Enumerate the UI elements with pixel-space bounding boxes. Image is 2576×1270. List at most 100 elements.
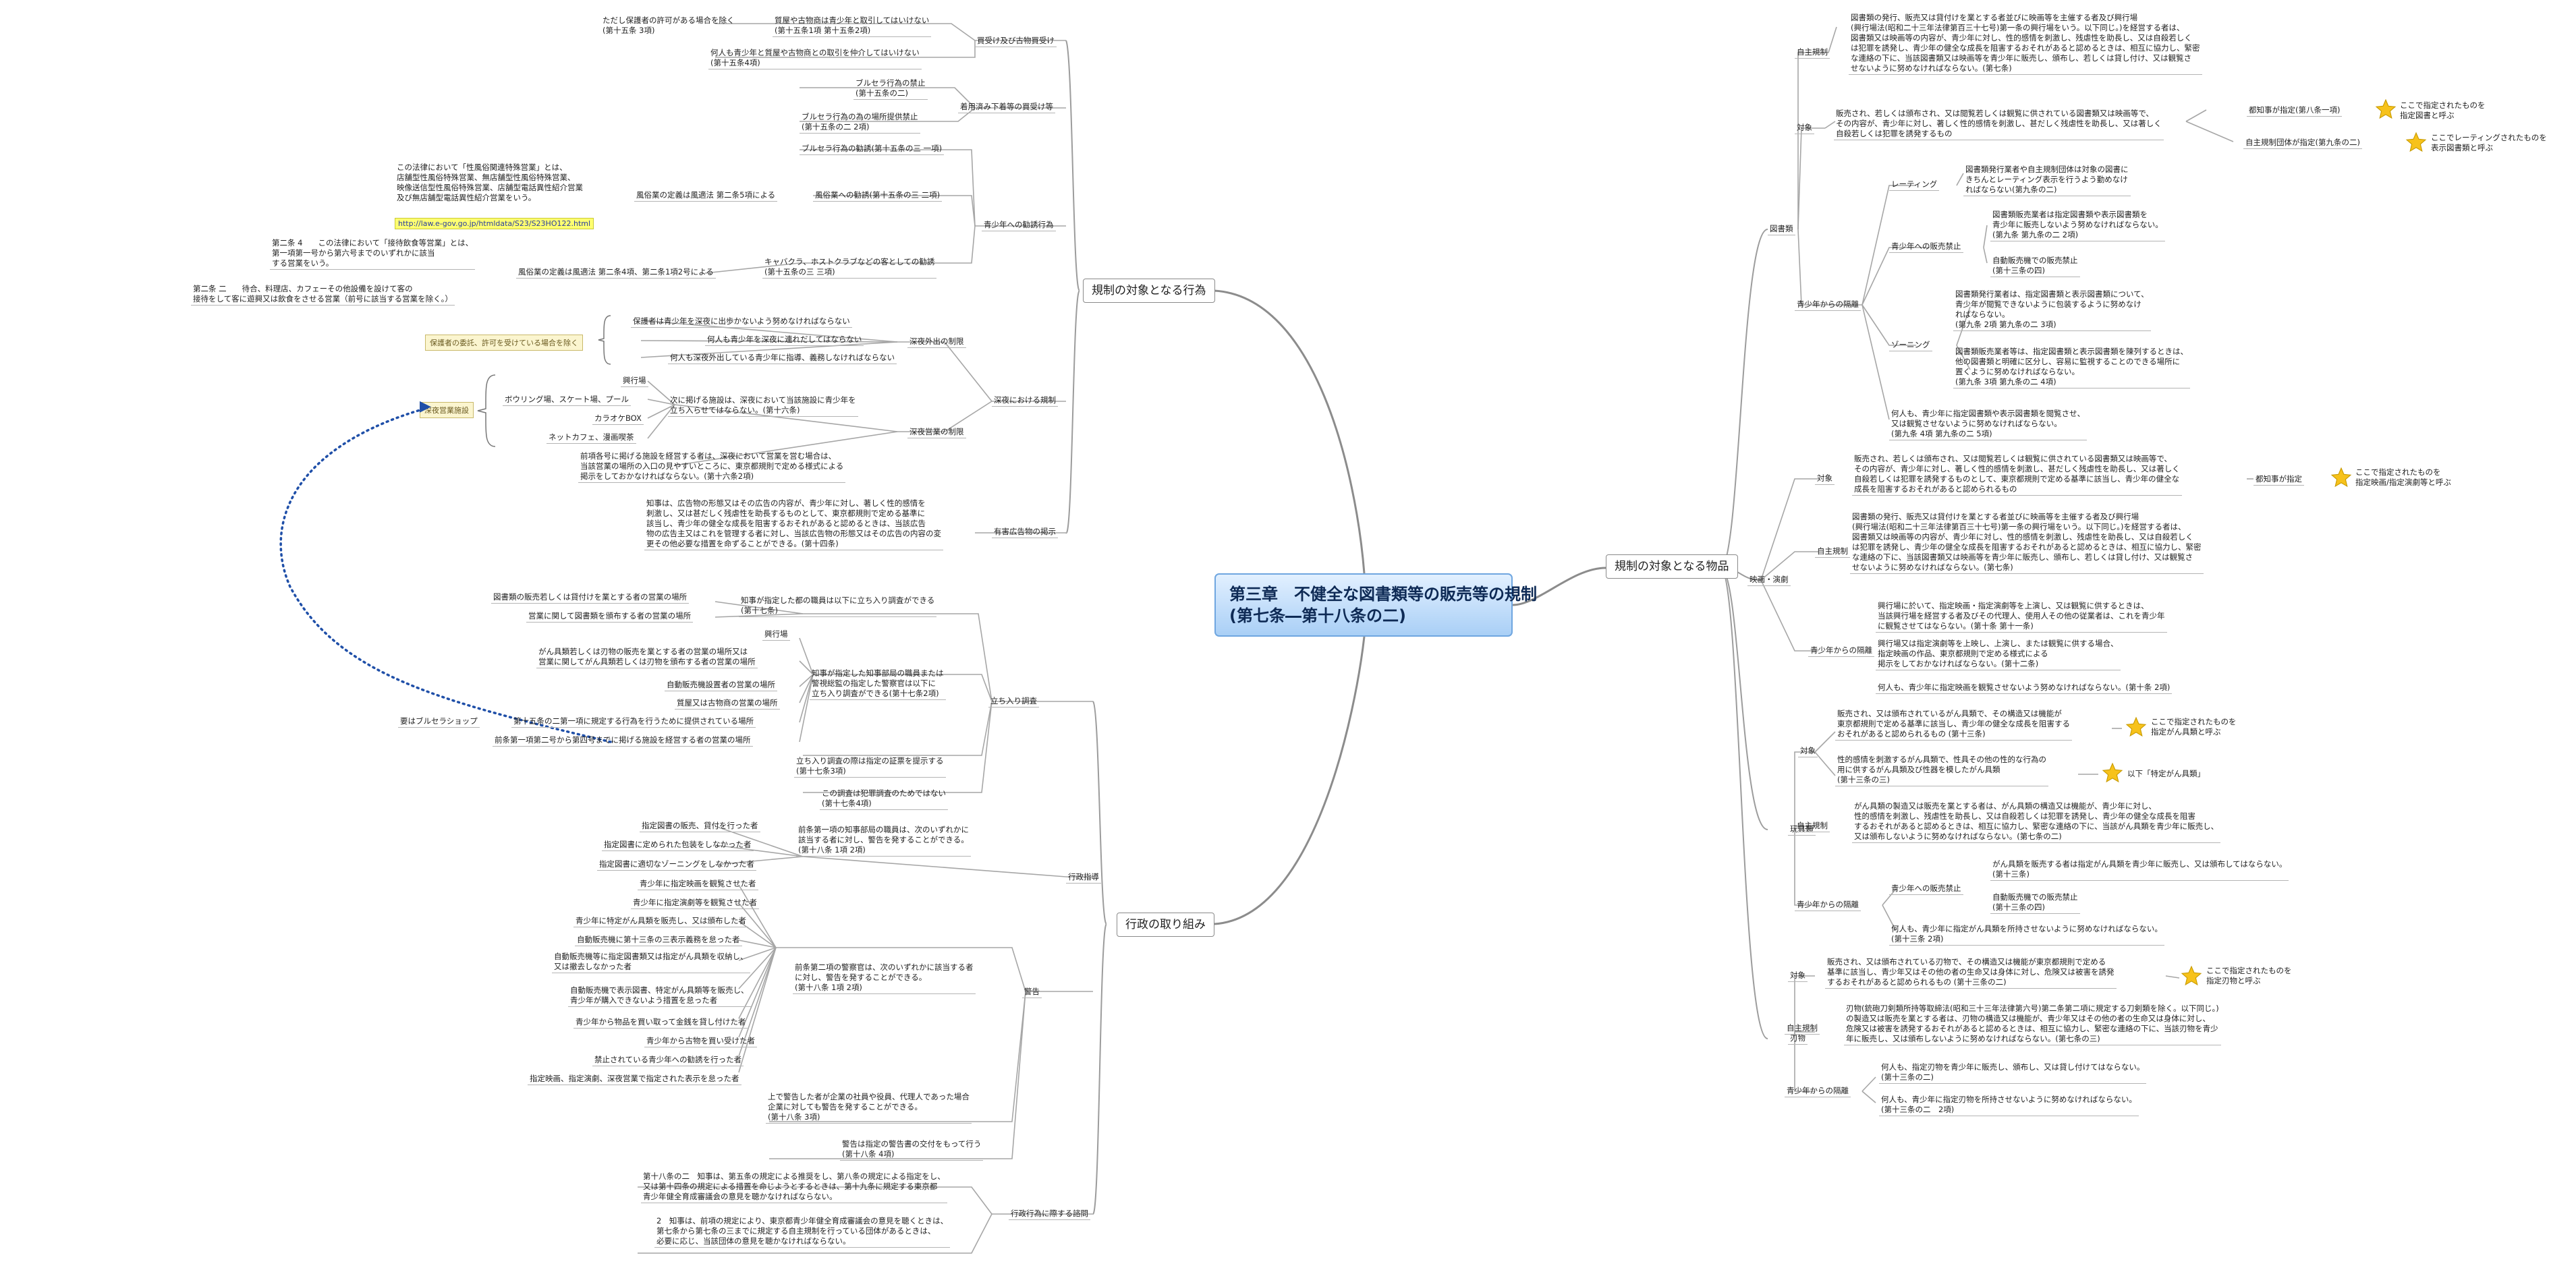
inspect-not-crime[interactable]: この調査は犯罪調査のためではない (第十七条4項): [820, 788, 948, 810]
inspect-g1b[interactable]: 営業に関して図書類を頒布する者の営業の場所: [526, 610, 694, 623]
topic-warning[interactable]: 警告: [1022, 986, 1042, 998]
warning-c[interactable]: 青少年に特定がん具類を販売し、又は頒布した者: [573, 915, 748, 927]
toys-ban[interactable]: 青少年への販売禁止: [1889, 883, 1963, 895]
films-y1[interactable]: 興行場に於いて、指定映画・指定演劇等を上演し、又は観覧に供するときは、 当該興行…: [1876, 600, 2167, 633]
books-sub2-note[interactable]: ここでレーティングされたものを 表示図書類と呼ぶ: [2431, 133, 2547, 152]
films-y3[interactable]: 何人も、青少年に指定映画を観覧させないよう努めなければならない。(第十条 2項): [1876, 682, 2173, 694]
topic-films[interactable]: 映画・演劇: [1747, 574, 1791, 586]
topic-knives[interactable]: 刃物: [1788, 1033, 1808, 1045]
films-y2[interactable]: 興行場又は指定演劇等を上映し、上演し、または観覧に供する場合、 指定映画の作品、…: [1876, 638, 2121, 670]
inspect-g2d[interactable]: 質屋又は古物商の営業の場所: [675, 697, 780, 710]
topic-night-venues[interactable]: 深夜営業の制限: [907, 426, 966, 438]
toys-ban-text[interactable]: がん具類を販売する者は指定がん具類を青少年に販売し、又は頒布してはならない。 (…: [1990, 859, 2289, 881]
books-rating[interactable]: レーティング: [1889, 179, 1940, 191]
inspect-id[interactable]: 立ち入り調査の際は指定の証票を提示する (第十七条3項): [794, 755, 946, 778]
warning-h[interactable]: 青少年から古物を買い受けた者: [644, 1035, 757, 1047]
guidance-text[interactable]: 前条第一項の知事部局の職員は、次のいずれかに 該当する者に対し、警告を発すること…: [796, 824, 971, 857]
tag-guardian-exception[interactable]: 保護者の委託、許可を受けている場合を除く: [425, 335, 583, 351]
books-zoning-text1[interactable]: 図書類発行業者は、指定図書類と表示図書類について、 青少年が閲覧できないように包…: [1953, 289, 2151, 331]
def-fuzoku-text[interactable]: この法律において「性風俗関連特殊営業」とは、 店舗型性風俗特殊営業、無店舗型性風…: [397, 163, 583, 202]
books-ban[interactable]: 青少年への販売禁止: [1889, 241, 1963, 253]
books-youth-label[interactable]: 青少年からの隔離: [1795, 299, 1861, 311]
venue-netcafe[interactable]: ネットカフェ、漫画喫茶: [547, 432, 636, 444]
cooperation-a[interactable]: 第十八条の二 知事は、第五条の規定による推奨をし、第八条の規定による指定をし、 …: [641, 1171, 947, 1203]
inspect-g2f[interactable]: 前条第一項第二号から第四号までに掲げる施設を経営する者の営業の場所: [493, 734, 753, 747]
warning-j[interactable]: 指定映画、指定演劇、深夜営業で指定された表示を怠った者: [528, 1073, 741, 1085]
films-target-sub[interactable]: 都知事が指定: [2253, 473, 2304, 486]
topic-cooperation[interactable]: 行政行為に際する諮問: [1009, 1208, 1090, 1220]
rule-night-sign[interactable]: 前項各号に掲げる施設を経営する者は、深夜において営業を営む場合は、 当該営業の場…: [578, 451, 846, 483]
topic-solicit[interactable]: 青少年への勧誘行為: [982, 219, 1056, 231]
toys-self-label[interactable]: 自主規制: [1795, 820, 1830, 832]
inspect-g2c[interactable]: 自動販売機設置者の営業の場所: [665, 679, 777, 691]
books-sub1-note[interactable]: ここで指定されたものを 指定図書と呼ぶ: [2400, 100, 2486, 120]
venue-karaoke[interactable]: カラオケBOX: [592, 413, 644, 425]
toys-target-label[interactable]: 対象: [1798, 745, 1818, 757]
warning-a[interactable]: 青少年に指定映画を観覧させた者: [638, 878, 758, 890]
warning-f[interactable]: 自動販売機で表示図書、特定がん具類等を販売し、 青少年が購入できないよう措置を怠…: [568, 985, 751, 1007]
item-burusera-venue[interactable]: ブルセラ行為の為の場所提供禁止 (第十五条の二 2項): [800, 111, 920, 134]
films-self-label[interactable]: 自主規制: [1815, 546, 1850, 558]
warning-g[interactable]: 青少年から物品を買い取って金銭を貸し付けた者: [573, 1016, 748, 1029]
branch-regulated-goods[interactable]: 規制の対象となる物品: [1606, 554, 1738, 579]
toys-sex-note[interactable]: 以下「特定がん具類」: [2127, 769, 2205, 778]
inspect-group1[interactable]: 知事が指定した都の職員は以下に立ち入り調査ができる (第十七条): [739, 595, 937, 617]
guidance-c[interactable]: 指定図書に適切なゾーニングをしなかった者: [597, 859, 756, 871]
toys-self-text[interactable]: がん具類の製造又は販売を業とする者は、がん具類の構造又は機能が、青少年に対し、 …: [1852, 801, 2221, 843]
item-burusera-ban[interactable]: ブルセラ行為の禁止 (第十五条の二): [853, 78, 928, 100]
films-target-label[interactable]: 対象: [1815, 473, 1835, 485]
books-sub1[interactable]: 都知事が指定(第八条一項): [2247, 105, 2343, 117]
warning-d[interactable]: 自動販売機に第十三条の三表示義務を怠った者: [575, 934, 742, 946]
toys-youth-label[interactable]: 青少年からの隔離: [1795, 899, 1861, 911]
note-guardian-permission[interactable]: ただし保護者の許可がある場合を除く (第十五条 3項): [603, 16, 735, 35]
toys-ban-text2[interactable]: 自動販売機での販売禁止 (第十三条の四): [1990, 892, 2080, 914]
item-night-guardian[interactable]: 保護者は青少年を深夜に出歩かないよう努めなければならない: [631, 316, 852, 328]
warning-l[interactable]: 警告は指定の警告書の交付をもって行う (第十八条 4項): [840, 1138, 984, 1161]
law-link[interactable]: http://law.e-gov.go.jp/htmldata/S23/S23H…: [395, 218, 594, 229]
books-youth-note[interactable]: 何人も、青少年に指定図書類や表示図書類を閲覧させ、 又は観覧させないように努めな…: [1889, 408, 2088, 440]
topic-toys[interactable]: 玩具類: [1788, 824, 1816, 836]
item-cabaret-solicit[interactable]: キャバクラ、ホストクラブなどの客としての勧誘 (第十五条の三 三項): [762, 256, 937, 279]
topic-inspection[interactable]: 立ち入り調査: [988, 695, 1039, 708]
books-sub2[interactable]: 自主規制団体が指定(第九条の二): [2243, 137, 2362, 149]
books-ban-text2[interactable]: 自動販売機での販売禁止 (第十三条の四): [1990, 255, 2080, 277]
item-pawn-prohibit[interactable]: 質屋や古物商は青少年と取引してはいけない (第十五条1項 第十五条2項): [773, 15, 932, 37]
inspect-g1a[interactable]: 図書類の販売若しくは貸付けを業とする者の営業の場所: [491, 591, 690, 604]
text-harmful-ads[interactable]: 知事は、広告物の形態又はその広告の内容が、青少年に対し、著しく性的感情を 刺激し…: [644, 498, 943, 550]
books-self-label[interactable]: 自主規制: [1795, 47, 1830, 59]
knives-target-label[interactable]: 対象: [1788, 970, 1808, 982]
books-target-label[interactable]: 対象: [1795, 122, 1814, 134]
films-target-note[interactable]: ここで指定されたものを 指定映画/指定演劇等と呼ぶ: [2355, 467, 2451, 487]
films-self-text[interactable]: 図書類の発行、販売又は貸付けを業とする者並びに映画等を主催する者及び興行場 (興…: [1850, 511, 2204, 574]
def-fuzoku-label[interactable]: 風俗業の定義は風適法 第二条5項による: [634, 190, 778, 202]
def-cabaret-text2[interactable]: 第二条 二 待合、料理店、カフェーその他設備を設けて客の 接待をして客に遊興又は…: [191, 283, 455, 306]
topic-night[interactable]: 深夜における規制: [992, 395, 1058, 407]
knives-youth-label[interactable]: 青少年からの隔離: [1785, 1085, 1851, 1097]
inspect-g2b[interactable]: がん具類若しくは刃物の販売を業とする者の営業の場所又は 営業に関してがん具類若し…: [536, 646, 758, 668]
warning-text[interactable]: 前条第二項の警察官は、次のいずれかに該当する者 に対し、警告を発することができる…: [793, 962, 976, 994]
rule-night-venue[interactable]: 次に掲げる施設は、深夜において当該施設に青少年を 立ち入らせてはならない。(第十…: [668, 395, 858, 417]
books-zoning-text2[interactable]: 図書類販売業者等は、指定図書類と表示図書類を陳列するときは、 他の図書類と明確に…: [1953, 346, 2190, 388]
branch-regulated-acts[interactable]: 規制の対象となる行為: [1083, 279, 1215, 303]
warning-k[interactable]: 上で警告した者が企業の社員や役員、代理人であった場合 企業に対しても警告を発する…: [766, 1091, 972, 1124]
topic-books[interactable]: 図書類: [1768, 223, 1795, 235]
topic-harmful-ads[interactable]: 有害広告物の掲示: [992, 526, 1058, 538]
knives-y1[interactable]: 何人も、指定刃物を青少年に販売し、頒布し、又は貸し付けてはならない。 (第十三条…: [1879, 1062, 2147, 1084]
films-target-text[interactable]: 販売され、若しくは頒布され、又は閲覧若しくは観覧に供されている図書類又は映画等で…: [1852, 453, 2182, 496]
item-night-take[interactable]: 何人も青少年を深夜に連れだしてはならない: [705, 334, 864, 346]
topic-guidance[interactable]: 行政指導: [1066, 871, 1101, 884]
books-ban-text[interactable]: 図書類販売業者は指定図書類や表示図書類を 青少年に販売しないよう努めなければなら…: [1990, 209, 2165, 241]
item-burusera-solicit[interactable]: ブルセラ行為の勧誘(第十五条の三 一項): [800, 143, 945, 155]
venue-theater[interactable]: 興行場: [621, 375, 648, 387]
knives-target-text[interactable]: 販売され、又は頒布されている刃物で、その構造又は機能が東京都規則で定める 基準に…: [1825, 956, 2117, 989]
topic-used-clothing[interactable]: 着用済み下着等の買受け等: [958, 101, 1055, 113]
central-topic[interactable]: 第三章 不健全な図書類等の販売等の規制 (第七条―第十八条の二): [1214, 573, 1537, 637]
toys-target-note[interactable]: ここで指定されたものを 指定がん具類と呼ぶ: [2151, 717, 2237, 737]
inspect-group2[interactable]: 知事が指定した知事部局の職員または 警視総監の指定した警察官は以下に 立ち入り調…: [810, 668, 946, 700]
inspect-g2a[interactable]: 興行場: [762, 629, 790, 641]
inspect-g2e[interactable]: 第十五条の二第一項に規定する行為を行うために提供されている場所: [511, 716, 756, 728]
knives-self-text[interactable]: 刃物(銃砲刀剣類所持等取締法(昭和三十三年法律第六号)第二条第二項に規定する刀剣…: [1844, 1003, 2221, 1045]
books-target-text[interactable]: 販売され、若しくは頒布され、又は閲覧若しくは観覧に供されている図書類又は映画等で…: [1834, 108, 2164, 140]
knives-target-note[interactable]: ここで指定されたものを 指定刃物と呼ぶ: [2206, 966, 2292, 985]
warning-b[interactable]: 青少年に指定演劇等を観覧させた者: [631, 897, 759, 909]
